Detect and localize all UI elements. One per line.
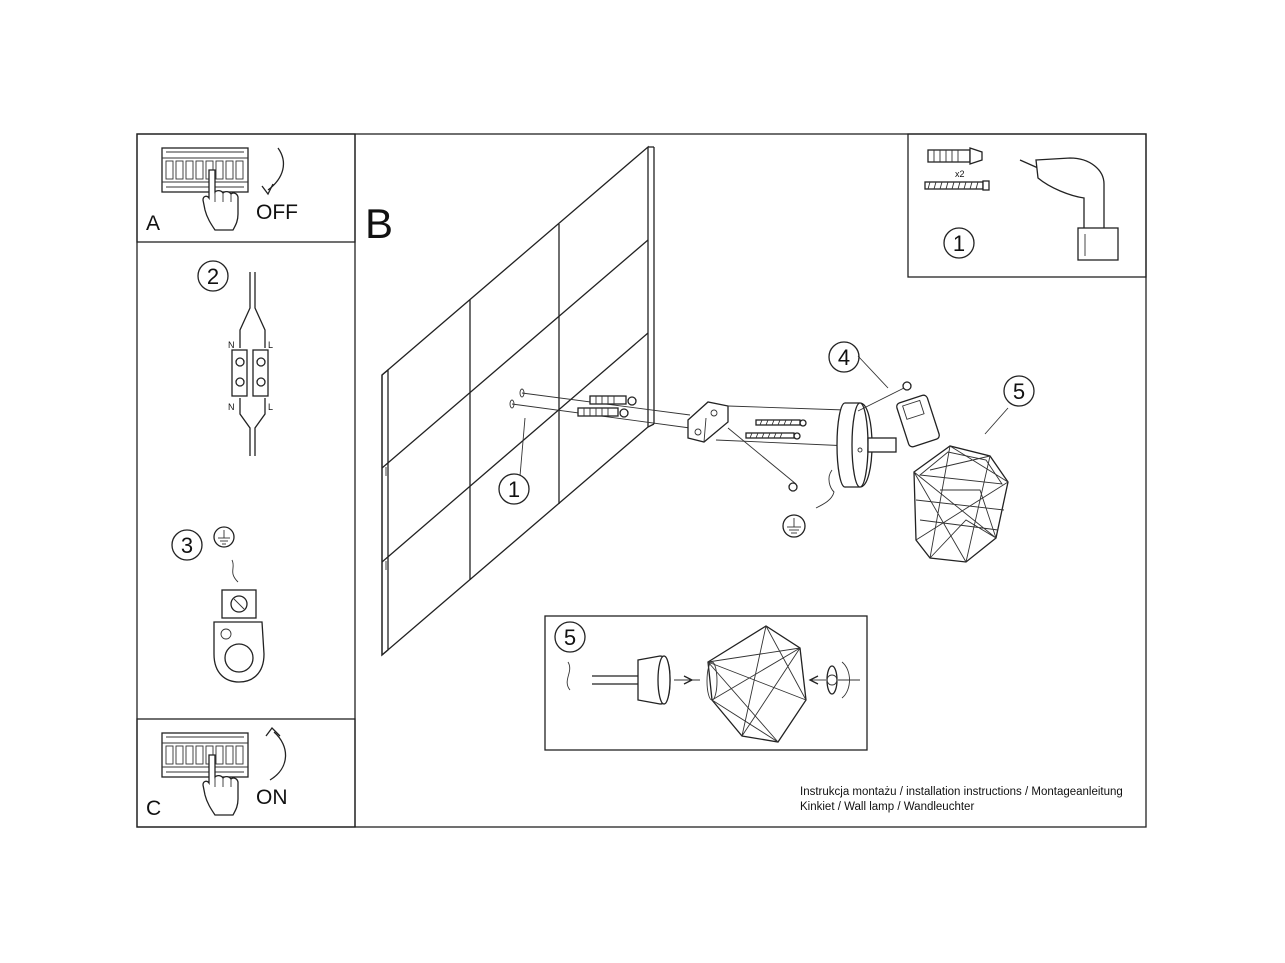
panel-b-letter: B <box>365 200 393 247</box>
panel-c-power-on: C ON <box>136 718 356 828</box>
detail-step-number: 5 <box>564 625 576 650</box>
wall-plugs-and-screws <box>509 388 691 477</box>
footer-line-1: Instrukcja montażu / installation instru… <box>800 786 1123 798</box>
mounting-bracket <box>687 401 729 443</box>
shade-assembly-detail: 5 <box>544 615 868 751</box>
panel-a-letter: A <box>146 212 160 235</box>
panel-a-action: OFF <box>256 201 298 224</box>
panel-c-letter: C <box>146 797 161 820</box>
wiring-label-n-top: N <box>228 340 235 350</box>
lamp-cage-shade <box>896 394 1009 563</box>
wall-plug-icon <box>927 147 983 165</box>
panel-c-action: ON <box>256 786 288 809</box>
step-3-ground-terminal: 3 <box>171 526 265 683</box>
bracket-screws <box>715 405 851 492</box>
ground-symbol-icon <box>782 514 806 538</box>
quantity-multiplier: x2 <box>955 169 965 179</box>
step-1-tools-panel: x2 1 <box>907 133 1147 278</box>
screw-step-number: 4 <box>838 345 850 370</box>
screw-icon <box>924 180 990 191</box>
wall-tiles <box>381 145 655 657</box>
main-frame <box>136 133 1147 828</box>
footer-line-2: Kinkiet / Wall lamp / Wandleuchter <box>800 801 974 813</box>
wall-step-number: 1 <box>508 477 520 502</box>
wiring-step-number: 2 <box>207 264 219 289</box>
step-2-wiring: 2 N L N L <box>197 260 273 456</box>
lamp-canopy <box>836 402 897 488</box>
wiring-label-n-bottom: N <box>228 402 235 412</box>
curved-up-arrow-icon <box>269 731 287 781</box>
tools-step-number: 1 <box>953 231 965 256</box>
ground-symbol-icon <box>213 526 235 548</box>
panel-a-power-off: A OFF <box>136 133 356 243</box>
ground-step-number: 3 <box>181 533 193 558</box>
wiring-label-l-top: L <box>268 340 273 350</box>
shade-step-number: 5 <box>1013 379 1025 404</box>
drill-icon <box>1019 157 1119 261</box>
curved-down-arrow-icon <box>267 147 285 191</box>
wiring-label-l-bottom: L <box>268 402 273 412</box>
